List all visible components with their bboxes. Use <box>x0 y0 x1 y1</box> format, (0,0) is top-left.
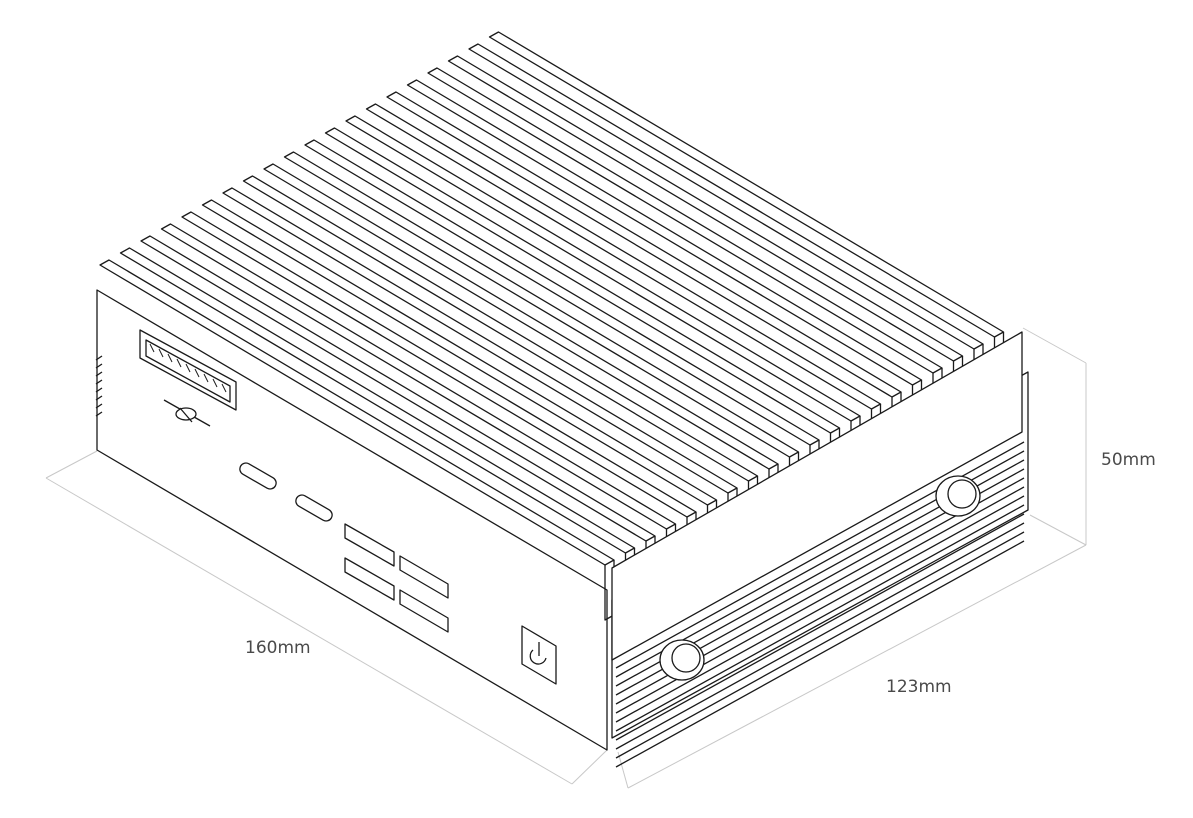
vent-line <box>615 531 1025 759</box>
left-side-panel <box>96 289 608 751</box>
vent-line <box>615 504 1025 732</box>
pin <box>194 368 200 378</box>
pin <box>221 383 227 393</box>
usb-a-port <box>399 555 449 599</box>
front-panel-cover <box>611 331 1023 661</box>
heatsink-fins <box>99 31 1005 621</box>
vent-slot <box>95 395 103 401</box>
pin <box>203 373 209 383</box>
usb-c-port <box>239 462 277 490</box>
vent-slot <box>95 355 103 361</box>
vent-line <box>615 522 1025 750</box>
screw <box>935 475 981 517</box>
dimension-lines <box>45 327 1087 789</box>
usb-c-port <box>295 494 333 522</box>
vent-slot <box>95 363 103 369</box>
pin <box>149 343 155 353</box>
vent-line <box>615 540 1025 768</box>
vent-slot <box>95 387 103 393</box>
vent-slot <box>95 403 103 409</box>
pin <box>158 348 164 358</box>
length-dimension-label: 160mm <box>245 638 311 658</box>
power-icon <box>529 642 547 665</box>
pin <box>176 358 182 368</box>
height-dimension-label: 50mm <box>1101 450 1156 470</box>
vent-slot <box>95 371 103 377</box>
screw <box>659 639 705 681</box>
usb-a-port <box>344 523 395 567</box>
width-dimension-label: 123mm <box>886 677 952 697</box>
usb-a-port <box>399 589 449 633</box>
pin <box>212 378 218 388</box>
usb-a-port <box>344 557 395 601</box>
side-vents <box>95 355 103 417</box>
pin-header-connector <box>139 329 237 411</box>
vent-line <box>615 495 1025 723</box>
vent-line <box>615 513 1025 741</box>
vent-slot <box>95 379 103 385</box>
device-body <box>95 31 1029 768</box>
vent-slot <box>95 411 103 417</box>
antenna-connector <box>163 399 211 427</box>
pin <box>185 363 191 373</box>
pin <box>167 353 173 363</box>
power-button <box>521 625 557 685</box>
